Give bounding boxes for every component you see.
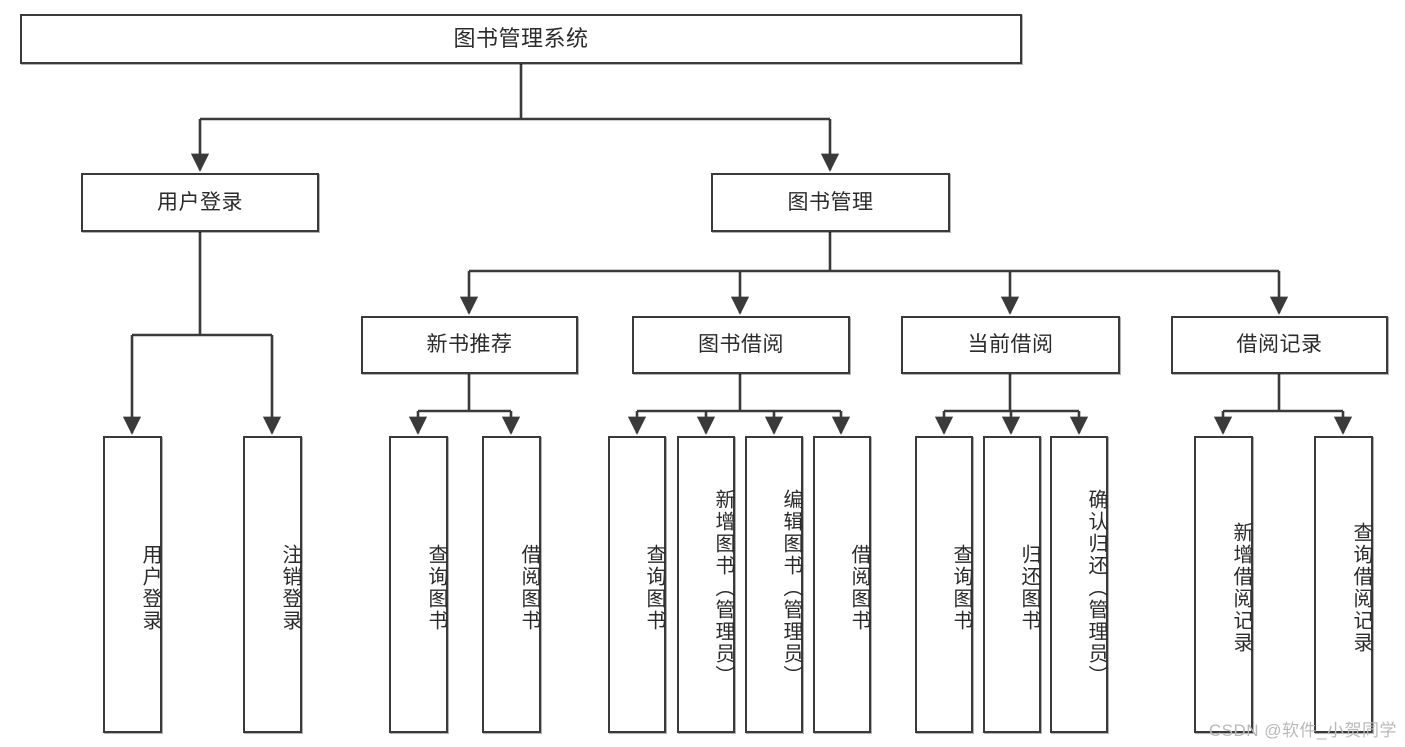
leaf-query-record-label: 查询借阅记录 (1350, 521, 1372, 654)
leaf-add-record[interactable]: 新增借阅记录 (1194, 436, 1253, 733)
leaf-logout[interactable]: 注销登录 (243, 436, 302, 733)
leaf-query-book-3[interactable]: 查询图书 (915, 436, 973, 733)
leaf-query-record[interactable]: 查询借阅记录 (1314, 436, 1373, 733)
leaf-query-book-1-label: 查询图书 (425, 543, 447, 632)
node-current-borrow[interactable]: 当前借阅 (901, 316, 1120, 374)
leaf-user-login[interactable]: 用户登录 (103, 436, 162, 733)
node-user-login-label: 用户登录 (157, 190, 243, 214)
node-book-borrow[interactable]: 图书借阅 (632, 316, 850, 374)
leaf-borrow-book-1[interactable]: 借阅图书 (482, 436, 541, 733)
node-root[interactable]: 图书管理系统 (20, 14, 1022, 64)
node-new-book-recommend[interactable]: 新书推荐 (361, 316, 578, 374)
node-new-book-recommend-label: 新书推荐 (426, 333, 513, 357)
leaf-query-book-2-label: 查询图书 (643, 543, 665, 632)
leaf-confirm-return-label: 确认归还（管理员） (1085, 488, 1107, 687)
leaf-edit-book-label: 编辑图书（管理员） (780, 488, 802, 687)
leaf-query-book-1[interactable]: 查询图书 (389, 436, 448, 733)
leaf-logout-label: 注销登录 (279, 543, 301, 632)
leaf-borrow-book-1-label: 借阅图书 (518, 543, 540, 632)
leaf-return-book[interactable]: 归还图书 (983, 436, 1041, 733)
leaf-add-book-label: 新增图书（管理员） (712, 488, 734, 687)
node-borrow-record-label: 借阅记录 (1236, 333, 1323, 357)
leaf-query-book-2[interactable]: 查询图书 (608, 436, 666, 733)
leaf-query-book-3-label: 查询图书 (950, 543, 972, 632)
leaf-user-login-label: 用户登录 (139, 543, 161, 632)
node-book-manage[interactable]: 图书管理 (711, 173, 950, 232)
node-book-borrow-label: 图书借阅 (698, 333, 784, 357)
watermark: CSDN @软件_小贺同学 (1208, 721, 1397, 740)
node-user-login[interactable]: 用户登录 (81, 173, 319, 232)
node-borrow-record[interactable]: 借阅记录 (1171, 316, 1388, 374)
node-current-borrow-label: 当前借阅 (967, 333, 1054, 357)
leaf-add-record-label: 新增借阅记录 (1230, 521, 1252, 654)
leaf-confirm-return[interactable]: 确认归还（管理员） (1050, 436, 1108, 733)
node-root-label: 图书管理系统 (453, 25, 589, 51)
leaf-edit-book[interactable]: 编辑图书（管理员） (745, 436, 803, 733)
leaf-return-book-label: 归还图书 (1018, 543, 1040, 632)
leaf-borrow-book-2[interactable]: 借阅图书 (813, 436, 871, 733)
node-book-manage-label: 图书管理 (787, 190, 874, 214)
leaf-add-book[interactable]: 新增图书（管理员） (677, 436, 735, 733)
leaf-borrow-book-2-label: 借阅图书 (848, 543, 870, 632)
